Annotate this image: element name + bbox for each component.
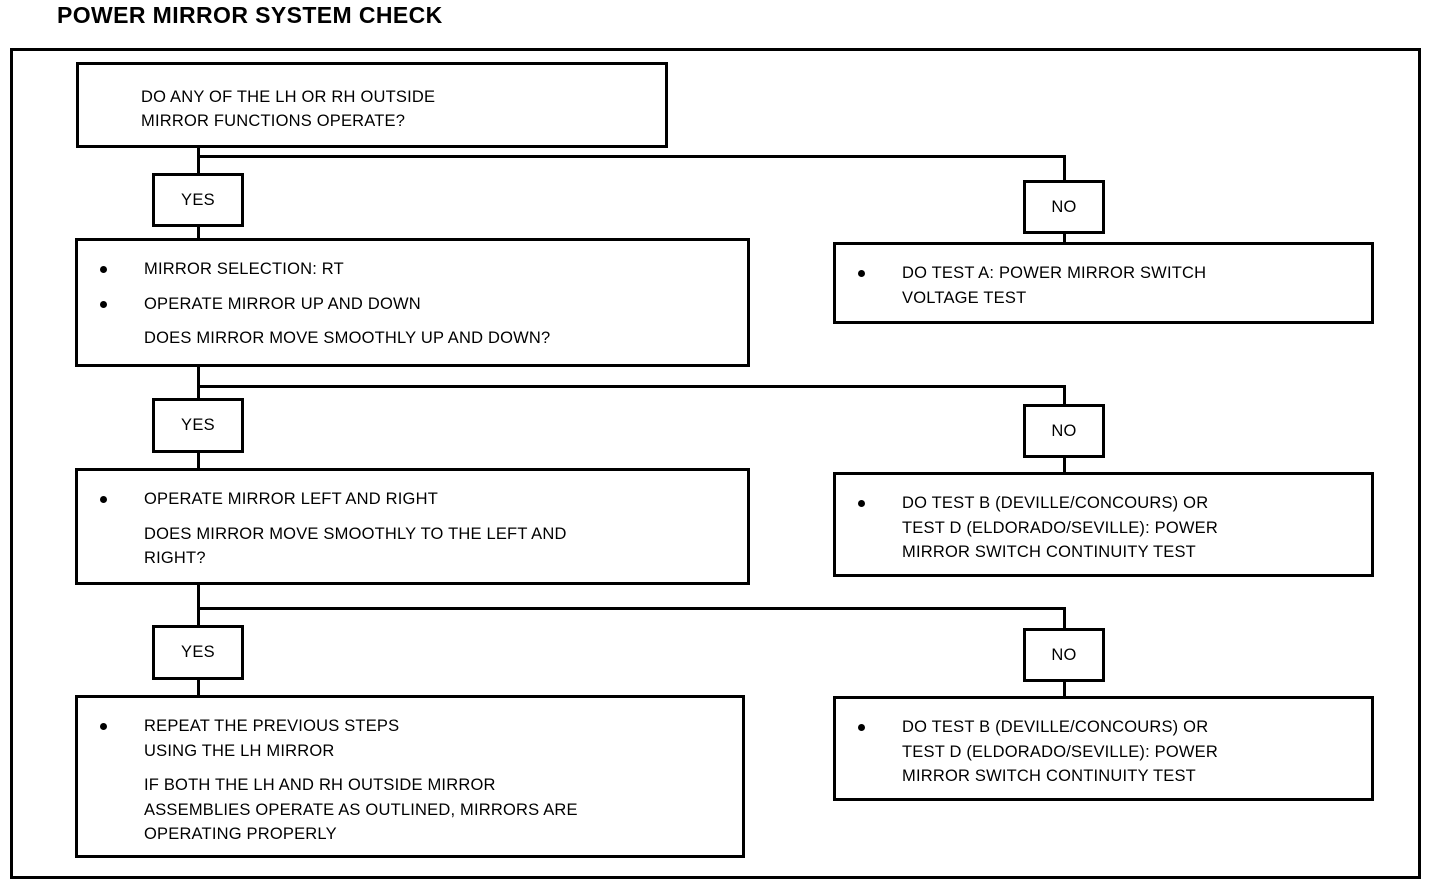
step-3-yes-box: REPEAT THE PREVIOUS STEPS USING THE LH M… (75, 695, 745, 858)
bullet-dot-icon (100, 266, 107, 273)
branch-label-no-1-text: NO (1051, 197, 1077, 216)
step-2-yes-box: OPERATE MIRROR LEFT AND RIGHT DOES MIRRO… (75, 468, 750, 585)
list-item: DO TEST B (DEVILLE/CONCOURS) OR TEST D (… (858, 491, 1361, 565)
list-item-text: REPEAT THE PREVIOUS STEPS USING THE LH M… (144, 717, 400, 760)
branch-label-yes-3-text: YES (181, 643, 215, 661)
list-item: DOES MIRROR MOVE SMOOTHLY TO THE LEFT AN… (100, 522, 737, 571)
list-item-text: DOES MIRROR MOVE SMOOTHLY TO THE LEFT AN… (144, 524, 567, 568)
branch-label-yes-2: YES (152, 398, 244, 453)
step-2-no-box: DO TEST B (DEVILLE/CONCOURS) OR TEST D (… (833, 472, 1374, 577)
step-2-no-bullets: DO TEST B (DEVILLE/CONCOURS) OR TEST D (… (858, 491, 1361, 565)
list-item-text: DOES MIRROR MOVE SMOOTHLY UP AND DOWN? (144, 329, 551, 347)
diagram-frame (10, 48, 1421, 879)
step-1-no-bullets: DO TEST A: POWER MIRROR SWITCH VOLTAGE T… (858, 261, 1361, 310)
list-item-text: OPERATE MIRROR LEFT AND RIGHT (144, 490, 438, 508)
start-question-box: DO ANY OF THE LH OR RH OUTSIDE MIRROR FU… (76, 62, 668, 148)
list-item: DO TEST A: POWER MIRROR SWITCH VOLTAGE T… (858, 261, 1361, 310)
connector-yes-1-down (197, 227, 200, 241)
bullet-spacer (100, 531, 107, 538)
bullet-dot-icon (858, 724, 865, 731)
step-1-no-box: DO TEST A: POWER MIRROR SWITCH VOLTAGE T… (833, 242, 1374, 324)
list-item-text: OPERATE MIRROR UP AND DOWN (144, 294, 421, 313)
connector-no-3-down-2 (1063, 682, 1066, 696)
list-item-text: DO TEST B (DEVILLE/CONCOURS) OR TEST D (… (902, 494, 1218, 561)
branch-label-no-3-text: NO (1051, 645, 1077, 664)
connector-start-to-no-1 (197, 155, 1066, 158)
list-item: OPERATE MIRROR LEFT AND RIGHT (100, 487, 737, 512)
list-item: OPERATE MIRROR UP AND DOWN (100, 292, 737, 317)
list-item-text: DO TEST A: POWER MIRROR SWITCH VOLTAGE T… (902, 264, 1207, 307)
list-item-text: MIRROR SELECTION: RT (144, 260, 344, 278)
connector-step2-down (197, 585, 200, 627)
list-item: MIRROR SELECTION: RT (100, 257, 737, 282)
bullet-dot-icon (100, 300, 107, 308)
branch-label-no-3: NO (1023, 628, 1105, 682)
start-question-text: DO ANY OF THE LH OR RH OUTSIDE MIRROR FU… (141, 88, 436, 130)
connector-yes-2-down (197, 453, 200, 469)
bullet-dot-icon (100, 723, 107, 730)
step-3-no-box: DO TEST B (DEVILLE/CONCOURS) OR TEST D (… (833, 696, 1374, 801)
step-1-yes-box: MIRROR SELECTION: RT OPERATE MIRROR UP A… (75, 238, 750, 367)
connector-no-2-down (1063, 385, 1066, 406)
bullet-dot-icon (858, 270, 865, 277)
step-3-yes-bullets: REPEAT THE PREVIOUS STEPS USING THE LH M… (100, 714, 732, 847)
bullet-spacer (100, 782, 107, 789)
bullet-spacer (100, 335, 107, 342)
branch-label-no-1: NO (1023, 180, 1105, 234)
list-item-text: IF BOTH THE LH AND RH OUTSIDE MIRROR ASS… (144, 776, 578, 843)
list-item: REPEAT THE PREVIOUS STEPS USING THE LH M… (100, 714, 732, 763)
list-item-text: DO TEST B (DEVILLE/CONCOURS) OR TEST D (… (902, 718, 1218, 785)
branch-label-no-2: NO (1023, 404, 1105, 458)
connector-step1-to-no-2 (197, 385, 1066, 388)
step-3-no-bullets: DO TEST B (DEVILLE/CONCOURS) OR TEST D (… (858, 715, 1361, 789)
branch-label-yes-1-text: YES (181, 190, 215, 209)
bullet-dot-icon (858, 500, 865, 507)
step-2-yes-bullets: OPERATE MIRROR LEFT AND RIGHT DOES MIRRO… (100, 487, 737, 571)
connector-no-1-down-2 (1063, 234, 1066, 245)
page-title: POWER MIRROR SYSTEM CHECK (57, 2, 443, 28)
connector-no-1-down (1063, 155, 1066, 180)
step-1-yes-bullets: MIRROR SELECTION: RT OPERATE MIRROR UP A… (100, 257, 737, 351)
branch-label-yes-2-text: YES (181, 416, 215, 434)
list-item: DO TEST B (DEVILLE/CONCOURS) OR TEST D (… (858, 715, 1361, 789)
connector-yes-3-down (197, 680, 200, 696)
branch-label-yes-3: YES (152, 625, 244, 680)
branch-label-no-2-text: NO (1051, 421, 1077, 440)
branch-label-yes-1: YES (152, 173, 244, 227)
connector-step1-down (197, 367, 200, 400)
connector-start-down (197, 148, 200, 176)
bullet-dot-icon (100, 496, 107, 503)
list-item: IF BOTH THE LH AND RH OUTSIDE MIRROR ASS… (100, 773, 732, 847)
list-item: DOES MIRROR MOVE SMOOTHLY UP AND DOWN? (100, 326, 737, 351)
connector-step2-to-no-3 (197, 607, 1066, 610)
connector-no-3-down (1063, 607, 1066, 629)
connector-no-2-down-2 (1063, 458, 1066, 472)
